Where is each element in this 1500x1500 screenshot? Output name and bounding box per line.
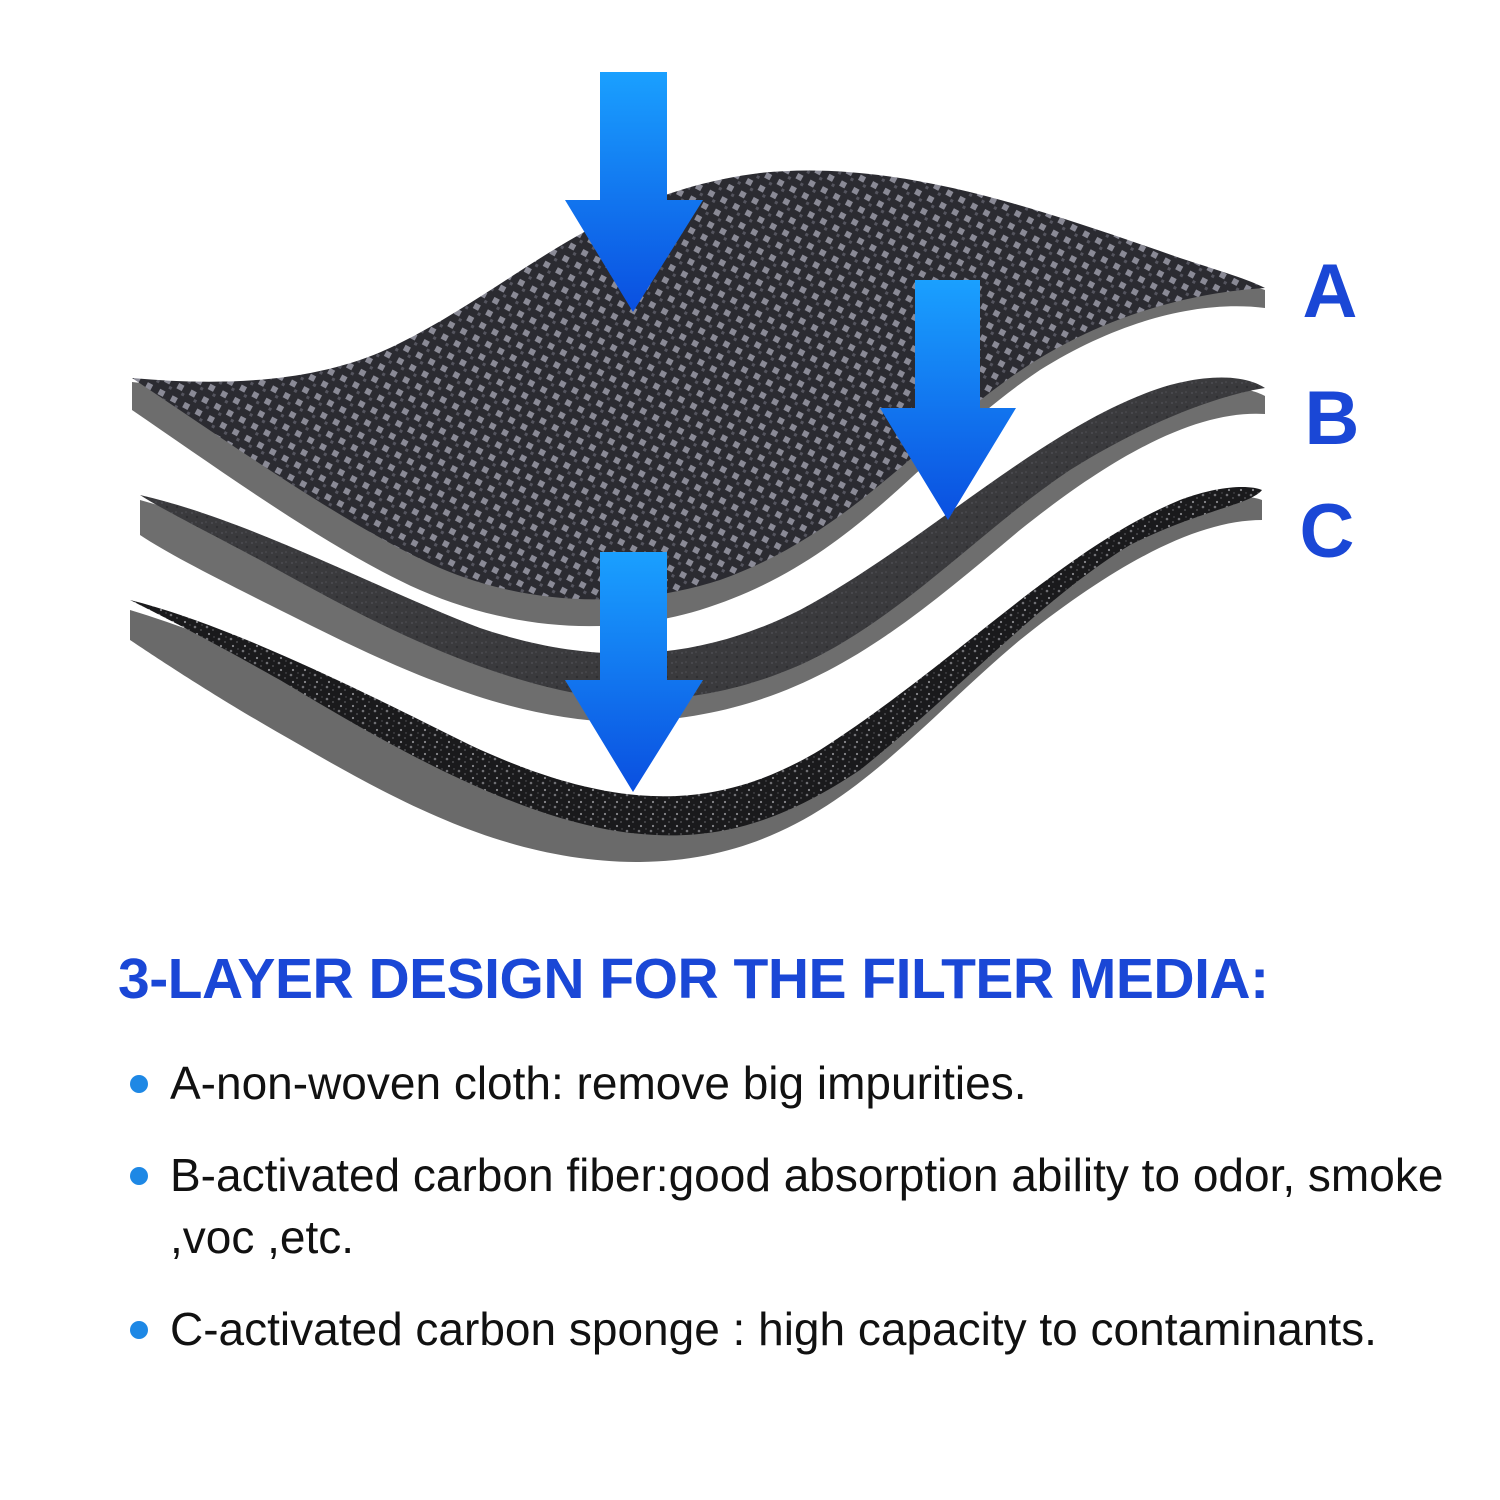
layer-b-carbon-fiber	[140, 377, 1265, 722]
down-arrow-icon	[565, 72, 703, 312]
list-item: A-non-woven cloth: remove big impurities…	[130, 1052, 1450, 1114]
feature-list: A-non-woven cloth: remove big impurities…	[130, 1052, 1450, 1390]
down-arrow-icon	[880, 280, 1016, 520]
layer-label-c: C	[1299, 489, 1355, 574]
list-item-text: B-activated carbon fiber:good absorption…	[170, 1149, 1444, 1263]
filter-layers-illustration	[130, 72, 1265, 862]
layer-a-mesh	[132, 170, 1265, 627]
bullet-dot-icon	[130, 1321, 148, 1339]
bullet-dot-icon	[130, 1075, 148, 1093]
list-item: C-activated carbon sponge : high capacit…	[130, 1298, 1450, 1360]
list-item-text: A-non-woven cloth: remove big impurities…	[170, 1057, 1027, 1109]
list-item-text: C-activated carbon sponge : high capacit…	[170, 1303, 1377, 1355]
layer-c-sponge	[130, 487, 1262, 862]
page-title: 3-LAYER DESIGN FOR THE FILTER MEDIA:	[118, 947, 1269, 1011]
layer-label-a: A	[1302, 249, 1358, 334]
layer-label-b: B	[1304, 376, 1360, 461]
down-arrow-icon	[565, 552, 703, 792]
bullet-dot-icon	[130, 1167, 148, 1185]
list-item: B-activated carbon fiber:good absorption…	[130, 1144, 1450, 1268]
